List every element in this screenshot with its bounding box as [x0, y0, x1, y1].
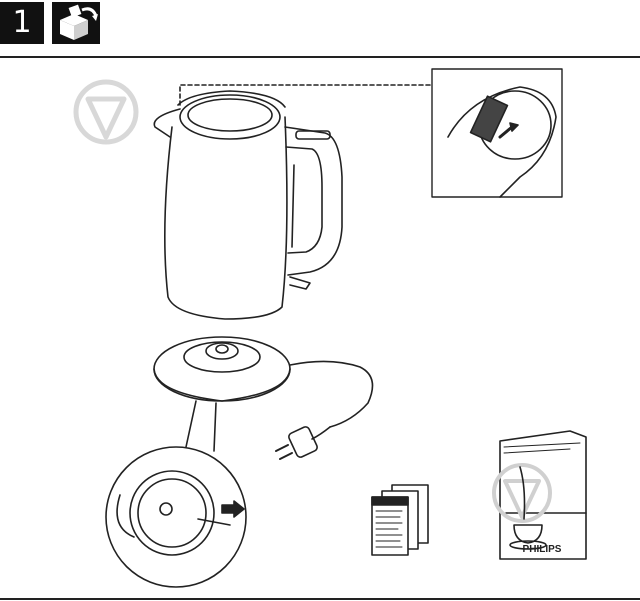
brand-label: PHILIPS — [523, 544, 562, 555]
philips-shield-watermark-icon — [73, 79, 139, 145]
arrow-right-icon — [221, 500, 245, 518]
filter-callout — [431, 68, 563, 198]
unpacking-illustration: PHILIPS — [73, 68, 587, 588]
kettle-base-drawing — [153, 336, 374, 460]
header-divider — [0, 56, 640, 58]
footer-divider — [0, 598, 640, 600]
user-manual-drawing — [492, 430, 587, 560]
step-number-badge: 1 — [0, 2, 44, 44]
safety-leaflet-drawing — [371, 484, 429, 556]
base-detail-zoom — [105, 400, 247, 588]
kettle-drawing — [153, 90, 343, 320]
unpack-box-icon — [52, 2, 100, 44]
